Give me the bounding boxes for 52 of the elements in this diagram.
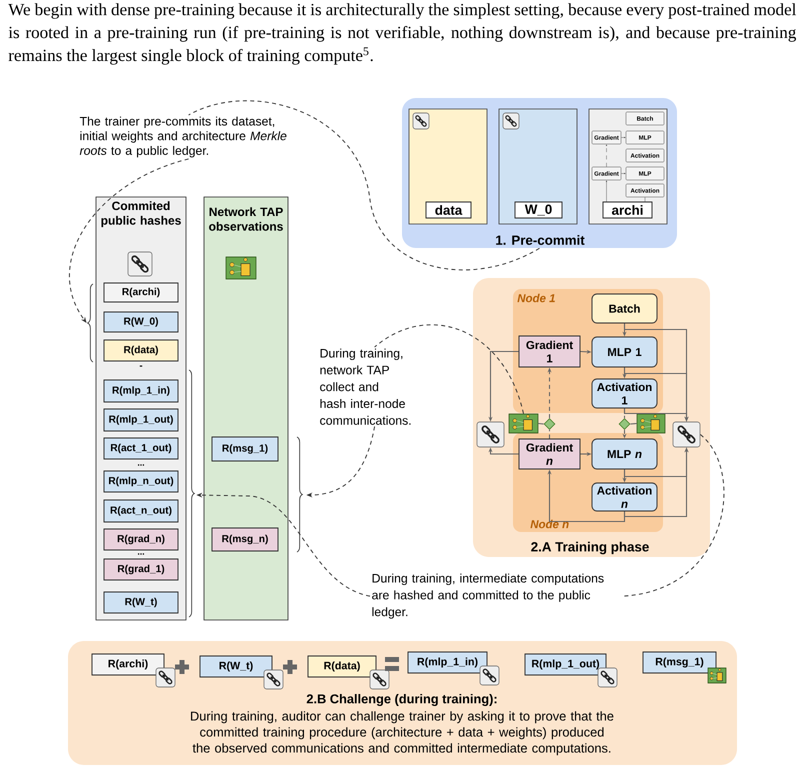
hash-box: R(act_n_out)	[104, 500, 178, 522]
hash-box: R(msg_1)	[212, 436, 278, 462]
hash-box: R(archi)	[92, 654, 164, 676]
process-box: MLP 1	[592, 336, 658, 368]
circuit-board-icon	[636, 414, 666, 434]
arrow	[606, 144, 608, 167]
process-box: Gradient 1	[518, 336, 580, 368]
annotation: During training, network TAP collect and hash inter-node communications.	[320, 348, 410, 425]
hash-box: R(mlp_1_out)	[104, 408, 178, 432]
annotation: The trainer pre-commits its dataset, initial weights and architecture Merkle roots to a public ledger.	[80, 116, 286, 158]
connector-line	[622, 434, 724, 597]
paragraph: We begin with dense pre-training because it is architecturally the simplest setting, because every post-trained model is rooted in a pre-training run (if pre-training is not verifiable, nothing downstream is), and because pre-training remains the largest single block of training compute$^{5}$.	[8, 3, 796, 65]
hash-box: R(W_t)	[104, 592, 178, 614]
ellipsis-text: ...	[138, 464, 144, 466]
process-box: Activation n	[592, 482, 658, 512]
junction-diamond	[618, 418, 630, 430]
arrow	[621, 136, 626, 138]
hash-box: R(msg_1)	[642, 652, 716, 674]
hash-box: R(mlp_1_in)	[408, 652, 488, 674]
hash-box: R(data)	[104, 340, 178, 362]
circuit-board-icon	[508, 414, 538, 434]
process-box: Activation 1	[592, 378, 658, 408]
arrow	[606, 180, 608, 202]
hash-box: R(archi)	[104, 282, 178, 302]
hash-box: R(W_t)	[200, 656, 272, 678]
connector-line	[538, 422, 544, 425]
process-box: Batch	[592, 294, 658, 324]
hash-box: R(act_1_out)	[104, 438, 178, 460]
hash-box: R(data)	[308, 656, 376, 678]
hash-box: R(msg_n)	[212, 528, 278, 552]
hash-box: R(grad_n)	[104, 528, 178, 550]
annotation: During training, intermediate computations are hashed and committed to the public ledger.	[372, 574, 604, 619]
hash-box: R(mlp_1_out)	[524, 654, 606, 676]
separator-text: -	[140, 366, 142, 367]
process-box: MLP n	[592, 438, 658, 470]
hash-box: R(W_0)	[104, 312, 178, 332]
ellipsis-text: ...	[138, 553, 144, 555]
label-box: W_0	[514, 202, 562, 218]
connector-line	[644, 197, 646, 202]
hash-box: R(grad_1)	[104, 558, 178, 580]
connector-line	[374, 324, 524, 414]
hash-box: R(mlp_1_in)	[104, 380, 178, 402]
arrow	[621, 172, 626, 174]
label-box: archi	[602, 202, 652, 218]
connector-line	[630, 422, 637, 425]
label-box: data	[426, 202, 472, 218]
hash-box: R(mlp_n_out)	[104, 470, 178, 492]
connector-line	[188, 100, 540, 270]
panel	[408, 108, 488, 224]
process-box: Gradient n	[518, 438, 580, 470]
connector-line	[548, 430, 550, 439]
junction-diamond	[544, 418, 556, 430]
